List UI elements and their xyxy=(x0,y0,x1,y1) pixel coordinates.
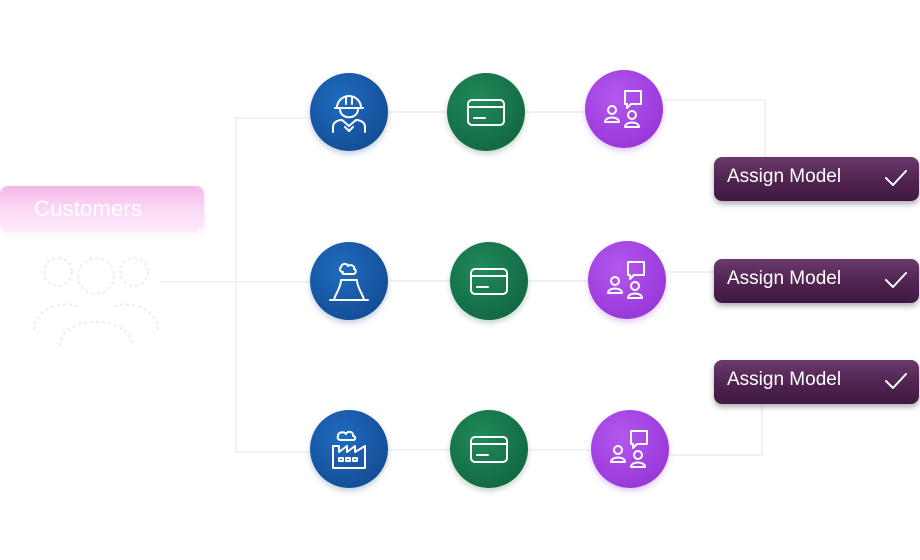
construction-worker-icon xyxy=(332,95,366,133)
payment-node[interactable] xyxy=(450,242,528,320)
construction-worker-node[interactable] xyxy=(310,73,388,151)
credit-card-icon xyxy=(467,99,505,126)
customers-pill: Customers xyxy=(0,186,204,230)
credit-card-icon xyxy=(470,268,508,295)
check-icon xyxy=(885,373,907,389)
power-plant-node[interactable] xyxy=(310,242,388,320)
credit-card-icon xyxy=(470,436,508,463)
check-icon xyxy=(885,272,907,288)
assign-model-button[interactable]: Assign Model xyxy=(714,360,919,404)
customers-group-icon xyxy=(33,257,159,347)
payment-node[interactable] xyxy=(447,73,525,151)
chat-node[interactable] xyxy=(588,241,666,319)
assign-model-button[interactable]: Assign Model xyxy=(714,259,919,303)
customers-label: Customers xyxy=(34,196,143,221)
chat-users-icon xyxy=(607,261,645,299)
chat-node[interactable] xyxy=(585,70,663,148)
power-plant-icon xyxy=(329,262,369,301)
chat-users-icon xyxy=(604,90,642,128)
check-icon xyxy=(885,170,907,186)
chat-users-icon xyxy=(610,430,648,468)
assign-model-button[interactable]: Assign Model xyxy=(714,157,919,201)
factory-node[interactable] xyxy=(310,410,388,488)
assign-model-label: Assign Model xyxy=(727,268,842,289)
factory-icon xyxy=(332,430,366,469)
chat-node[interactable] xyxy=(591,410,669,488)
assign-model-label: Assign Model xyxy=(727,166,842,187)
assign-model-label: Assign Model xyxy=(727,369,842,390)
payment-node[interactable] xyxy=(450,410,528,488)
